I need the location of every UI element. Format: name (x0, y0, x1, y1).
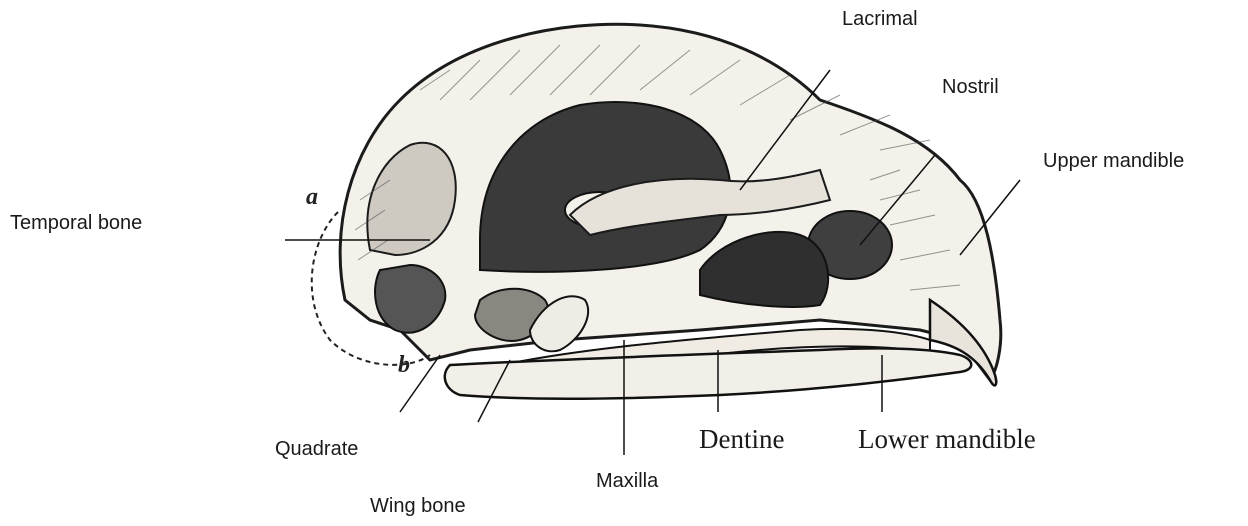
label-quadrate: Quadrate (275, 438, 358, 461)
label-wing-bone: Wing bone (370, 495, 466, 518)
marker-b: b (398, 352, 410, 378)
marker-a: a (306, 184, 318, 210)
label-upper-mandible: Upper mandible (1043, 150, 1184, 173)
label-dentine: Dentine (699, 424, 784, 455)
label-nostril: Nostril (942, 76, 999, 99)
label-temporal-bone: Temporal bone (10, 212, 142, 235)
label-maxilla: Maxilla (596, 470, 658, 493)
label-lacrimal: Lacrimal (842, 8, 918, 31)
lower-mandible-shape (445, 348, 971, 398)
label-lower-mandible: Lower mandible (858, 424, 1036, 455)
